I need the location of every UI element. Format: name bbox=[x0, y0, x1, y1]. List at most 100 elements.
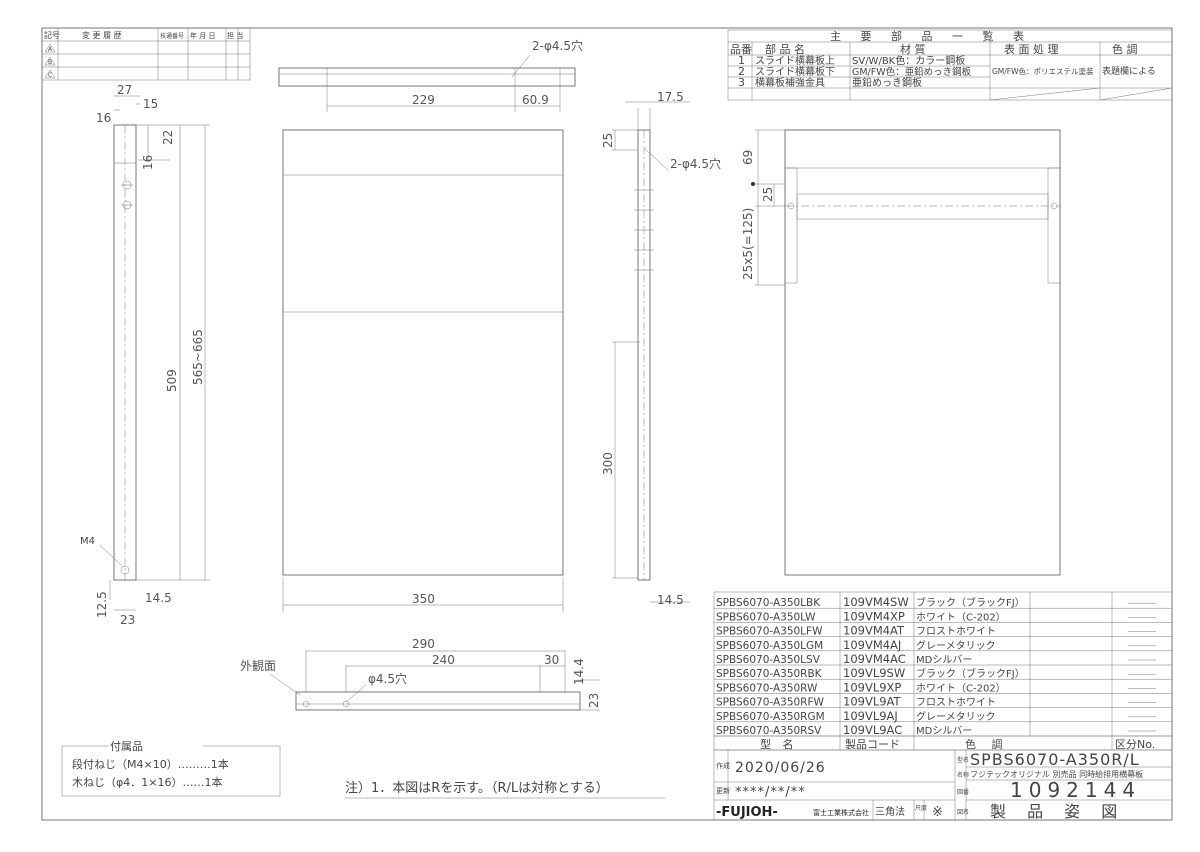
tb-scale: ※ bbox=[932, 805, 943, 820]
parts-row-1-name: スライド横幕板上 bbox=[755, 54, 835, 67]
tb-name-label: 名称 bbox=[957, 771, 969, 779]
parts-color: 表題欄による bbox=[1102, 65, 1156, 77]
dim-side-25: 25 bbox=[601, 133, 615, 148]
tb-updated-date: ****/**/** bbox=[735, 785, 806, 800]
right-view: 69 25 25x5(=125) bbox=[741, 129, 1061, 576]
product-model: SPBS6070-A350RGM bbox=[716, 711, 825, 723]
dim-bottom-14-4: 14.4 bbox=[572, 658, 586, 685]
product-model: SPBS6070-A350RBK bbox=[716, 668, 823, 680]
product-code: 109VM4AC bbox=[843, 652, 906, 666]
product-color: フロストホワイト bbox=[916, 697, 996, 709]
product-model: SPBS6070-A350LFW bbox=[716, 626, 823, 638]
svg-text:C: C bbox=[48, 72, 52, 79]
drawing-border bbox=[41, 27, 1173, 821]
product-code: 109VL9XP bbox=[843, 680, 901, 694]
product-color: ブラック（ブラックFJ） bbox=[916, 667, 1025, 680]
product-code: 109VL9AT bbox=[843, 695, 902, 709]
parts-header-material: 材 質 bbox=[900, 42, 926, 56]
dim-left-16-top: 16 bbox=[96, 111, 111, 125]
parts-row-1-material: SV/W/BK色：カラー鋼板 bbox=[852, 54, 965, 67]
dim-bottom-30: 30 bbox=[544, 653, 559, 667]
product-model: SPBS6070-A350LGM bbox=[716, 640, 823, 652]
dim-side-300: 300 bbox=[601, 452, 615, 475]
dim-left-22: 22 bbox=[161, 130, 175, 145]
product-code: 109VM4XP bbox=[843, 609, 905, 623]
product-row: SPBS6070-A350LFW 109VM4AT フロストホワイト bbox=[714, 624, 1172, 638]
product-color: MDシルバー bbox=[916, 725, 972, 737]
dim-top-60-9: 60.9 bbox=[522, 93, 549, 107]
rev-triangle-b: B bbox=[44, 56, 56, 66]
product-color: MDシルバー bbox=[916, 654, 972, 666]
parts-row-1-no: 1 bbox=[738, 54, 745, 67]
dim-side-holes: 2-φ4.5穴 bbox=[670, 156, 721, 171]
parts-row-3-no: 3 bbox=[738, 76, 745, 89]
dim-bottom-23: 23 bbox=[587, 693, 601, 708]
product-code: 109VL9AC bbox=[843, 723, 902, 737]
dim-left-m4: M4 bbox=[80, 536, 95, 547]
svg-text:B: B bbox=[48, 59, 52, 66]
product-code: 109VM4SW bbox=[843, 595, 909, 609]
parts-table-title: 主 要 部 品 一 覧 表 bbox=[830, 29, 1032, 43]
dim-front-350: 350 bbox=[412, 592, 435, 606]
product-row: SPBS6070-A350RBK 109VL9SW ブラック（ブラックFJ） bbox=[714, 666, 1172, 680]
parts-row-3-name: 横幕板補強金具 bbox=[755, 76, 825, 89]
product-row: SPBS6070-A350RSV 109VL9AC MDシルバー bbox=[714, 723, 1172, 737]
company-logo: -FUJIOH- bbox=[716, 805, 778, 820]
dim-bottom-hole: φ4.5穴 bbox=[368, 671, 407, 686]
product-code: 109VM4AT bbox=[843, 624, 905, 638]
tb-scale-label: 尺度 bbox=[915, 804, 927, 812]
product-model: SPBS6070-A350RW bbox=[716, 682, 818, 694]
dim-right-25: 25 bbox=[761, 187, 775, 202]
dim-left-12-5: 12.5 bbox=[95, 591, 109, 618]
parts-row-2-name: スライド横幕板下 bbox=[755, 65, 835, 78]
parts-surface-treatment: GM/FW色：ポリエステル塗装 bbox=[992, 66, 1094, 76]
rev-header-history: 変 更 履 歴 bbox=[82, 30, 122, 40]
parts-header-no: 品番 bbox=[730, 43, 752, 56]
accessory-item-2: 木ねじ（φ4．1×16）……1本 bbox=[72, 775, 222, 789]
dim-top-holes: 2-φ4.5穴 bbox=[532, 38, 583, 53]
rev-header-person: 担 当 bbox=[227, 31, 243, 40]
product-color: フロストホワイト bbox=[916, 626, 996, 638]
tb-updated-label: 更新 bbox=[716, 786, 730, 795]
parts-header-name: 部 品 名 bbox=[765, 42, 805, 56]
dim-left-27: 27 bbox=[117, 83, 132, 97]
product-code: 109VL9AJ bbox=[843, 709, 898, 723]
drawing-note: 注）1．本図はRを示す。（R/Lは対称とする） bbox=[345, 781, 609, 796]
product-model: SPBS6070-A350RSV bbox=[716, 725, 822, 737]
product-code: 109VL9SW bbox=[843, 666, 905, 680]
product-model: SPBS6070-A350LSV bbox=[716, 654, 821, 666]
dim-left-565-665: 565~665 bbox=[191, 329, 205, 385]
tb-title: 製 品 姿 図 bbox=[990, 802, 1125, 821]
rev-header-mark: 記号 bbox=[44, 30, 60, 40]
tb-drawing-no-label: 図番 bbox=[957, 789, 969, 796]
rev-header-number: 技通番号 bbox=[160, 32, 184, 40]
product-color: グレーメタリック bbox=[916, 639, 996, 652]
dim-left-509: 509 bbox=[165, 369, 179, 392]
product-color: ホワイト（C-202） bbox=[916, 611, 1006, 623]
product-model: SPBS6070-A350LW bbox=[716, 611, 816, 623]
dim-bottom-290: 290 bbox=[412, 637, 435, 651]
product-header-code: 製品コード bbox=[845, 737, 900, 751]
tb-drawing-no: 1092144 bbox=[1010, 778, 1141, 802]
tb-name: フジテックオリジナル 別売品 同時給排用横幕板 bbox=[970, 769, 1143, 779]
rev-header-date: 年 月 日 bbox=[190, 31, 215, 40]
accessories-title: 付属品 bbox=[110, 740, 143, 753]
svg-text:A: A bbox=[48, 46, 53, 53]
parts-row-2-material: GM/FW色：亜鉛めっき鋼板 bbox=[852, 66, 972, 78]
product-row: SPBS6070-A350LSV 109VM4AC MDシルバー bbox=[714, 652, 1172, 666]
tb-model-label: 型名 bbox=[957, 756, 969, 764]
dim-left-15: 15 bbox=[143, 97, 158, 111]
product-header-color: 色 調 bbox=[965, 737, 1009, 751]
product-header-category: 区分No. bbox=[1115, 738, 1155, 751]
bottom-view: 外観面 290 240 30 14.4 φ4.5穴 23 bbox=[240, 637, 601, 711]
dim-side-17-5: 17.5 bbox=[657, 90, 684, 104]
tb-title-label: 図名 bbox=[957, 808, 969, 816]
top-view: 2-φ4.5穴 229 60.9 bbox=[278, 38, 583, 112]
product-model: SPBS6070-A350LBK bbox=[716, 597, 821, 609]
